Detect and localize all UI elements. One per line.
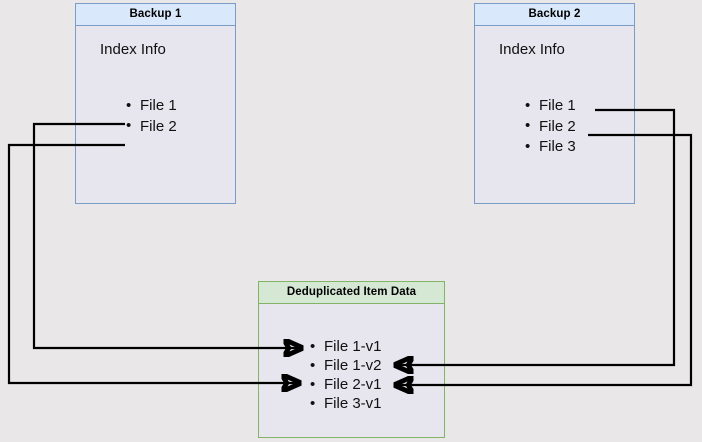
node-deduplicated-item-data[interactable]: Deduplicated Item Data File 1-v1 File 1-… bbox=[258, 281, 445, 438]
node-backup-2[interactable]: Backup 2 Index Info File 1 File 2 File 3 bbox=[474, 3, 635, 204]
list-item: File 1 bbox=[126, 96, 177, 117]
list-item: File 1-v2 bbox=[310, 356, 381, 375]
node-backup-1[interactable]: Backup 1 Index Info File 1 File 2 bbox=[75, 3, 236, 204]
node-backup-2-title: Backup 2 bbox=[475, 4, 634, 26]
list-item: File 1 bbox=[525, 96, 576, 117]
list-item: File 2 bbox=[126, 116, 177, 138]
list-item: File 2 bbox=[525, 116, 576, 138]
node-backup-1-file-list: File 1 File 2 bbox=[124, 96, 177, 137]
node-backup-2-file-list: File 1 File 2 File 3 bbox=[523, 96, 576, 158]
list-item: File 1-v1 bbox=[310, 337, 381, 356]
node-deduplicated-item-data-file-list: File 1-v1 File 1-v2 File 2-v1 File 3-v1 bbox=[308, 337, 381, 413]
list-item: File 3 bbox=[525, 137, 576, 158]
node-backup-1-subtitle: Index Info bbox=[100, 41, 166, 58]
node-backup-2-subtitle: Index Info bbox=[499, 41, 565, 58]
node-backup-1-title: Backup 1 bbox=[76, 4, 235, 26]
list-item: File 2-v1 bbox=[310, 375, 381, 394]
list-item: File 3-v1 bbox=[310, 394, 381, 413]
node-deduplicated-item-data-title: Deduplicated Item Data bbox=[259, 282, 444, 304]
